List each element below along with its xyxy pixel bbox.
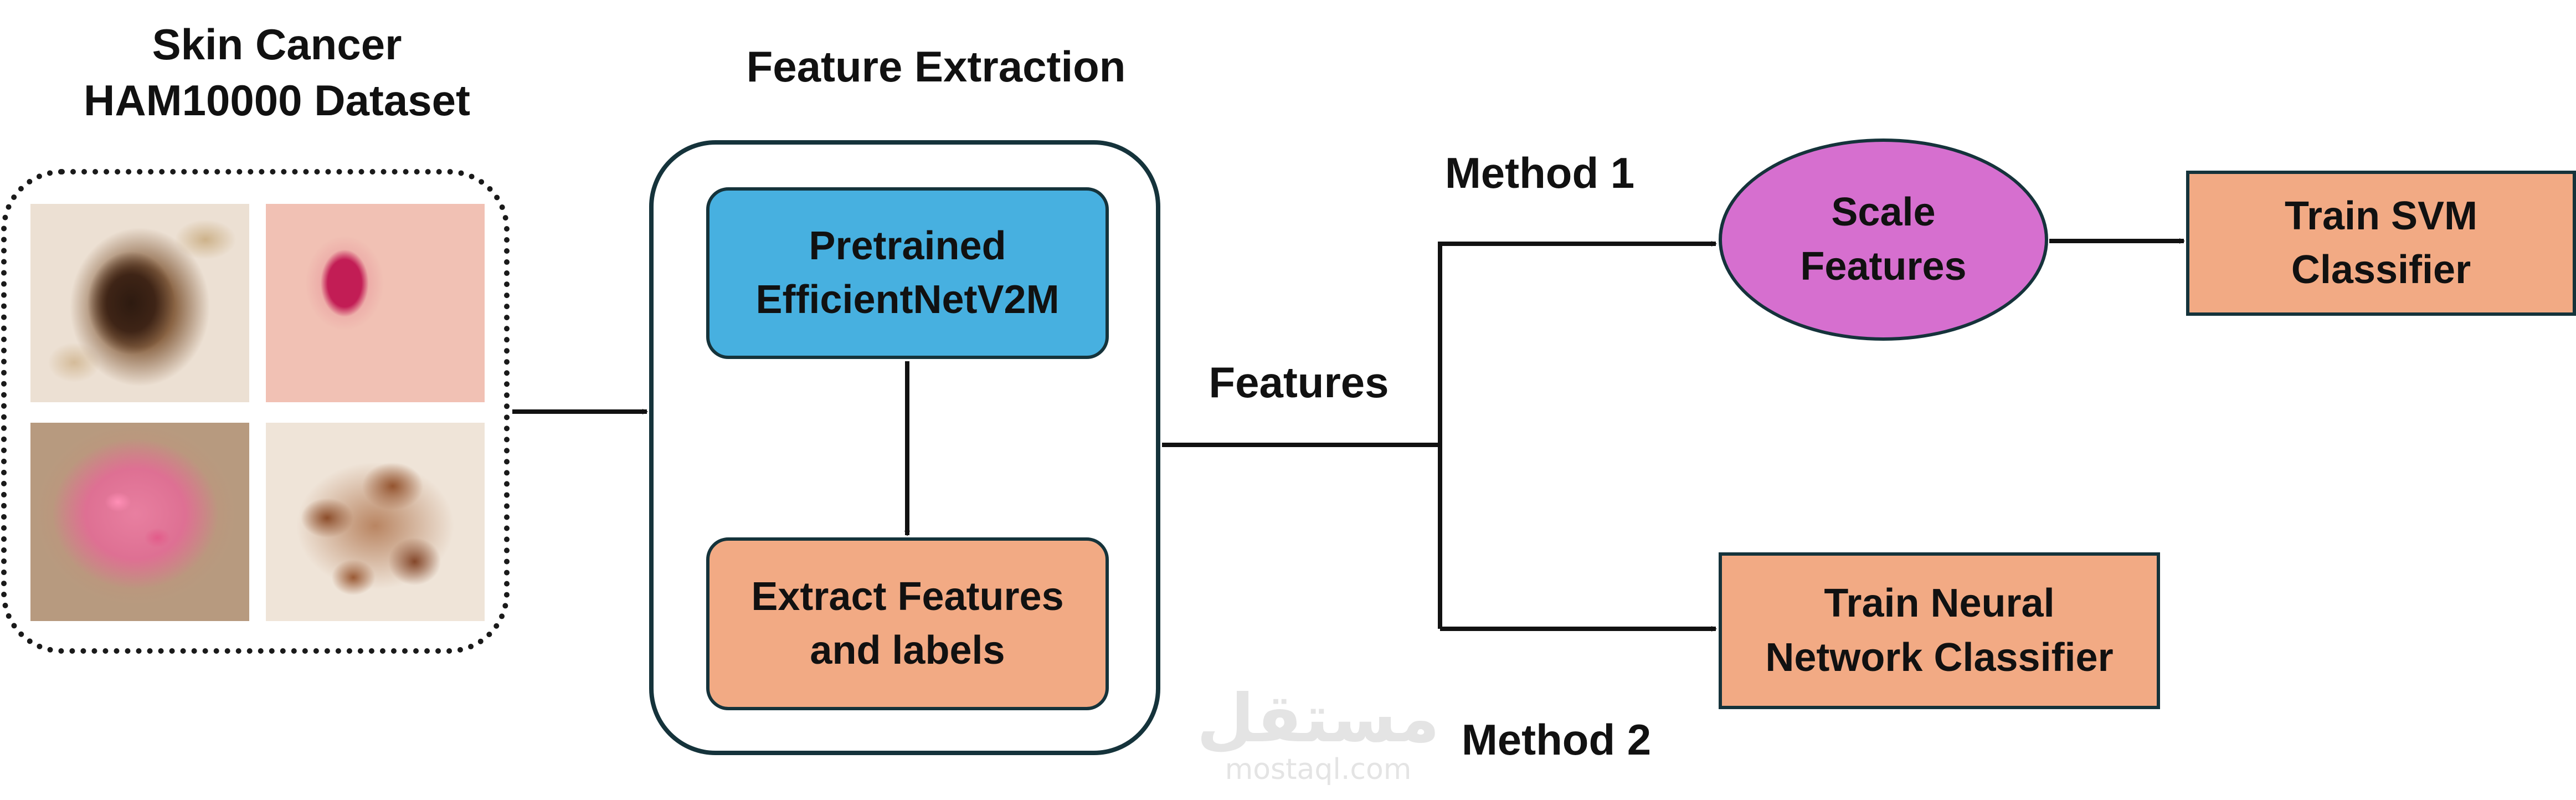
- dataset-container: [1, 169, 510, 654]
- feature-extraction-container: [649, 140, 1160, 755]
- nn-line1: Train Neural: [1824, 581, 2055, 626]
- svm-line2: Classifier: [2291, 248, 2471, 292]
- image-red-nodule-lesion: [266, 204, 485, 402]
- image-brown-patchy-lesion: [266, 423, 485, 621]
- extract-features-box: Extract Features and labels: [706, 537, 1109, 710]
- scale-line2: Features: [1800, 244, 1967, 289]
- scale-features-ellipse: Scale Features: [1719, 139, 2048, 341]
- nn-line2: Network Classifier: [1765, 635, 2114, 680]
- dataset-title: Skin Cancer HAM10000 Dataset: [22, 17, 532, 129]
- dataset-title-line2: HAM10000 Dataset: [83, 76, 470, 125]
- method1-label: Method 1: [1444, 148, 1635, 197]
- watermark: مستقل mostaql.com: [1163, 684, 1473, 786]
- image-pink-plaque-lesion: [30, 423, 249, 621]
- extract-line1: Extract Features: [751, 574, 1064, 619]
- pretrained-line2: EfficientNetV2M: [755, 278, 1060, 322]
- svm-line1: Train SVM: [2284, 193, 2478, 238]
- train-neural-network-box: Train Neural Network Classifier: [1719, 552, 2160, 709]
- features-label: Features: [1209, 358, 1389, 407]
- watermark-logo: مستقل: [1196, 680, 1440, 757]
- method2-label: Method 2: [1461, 715, 1652, 764]
- train-svm-box: Train SVM Classifier: [2186, 171, 2576, 316]
- extract-line2: and labels: [810, 628, 1005, 673]
- image-melanoma-lesion: [30, 204, 249, 402]
- scale-line1: Scale: [1831, 190, 1936, 235]
- watermark-url: mostaql.com: [1225, 753, 1412, 786]
- feature-extraction-title: Feature Extraction: [746, 42, 1126, 91]
- pretrained-line1: Pretrained: [809, 223, 1006, 268]
- pretrained-model-box: Pretrained EfficientNetV2M: [706, 187, 1109, 359]
- dataset-title-line1: Skin Cancer: [152, 20, 402, 69]
